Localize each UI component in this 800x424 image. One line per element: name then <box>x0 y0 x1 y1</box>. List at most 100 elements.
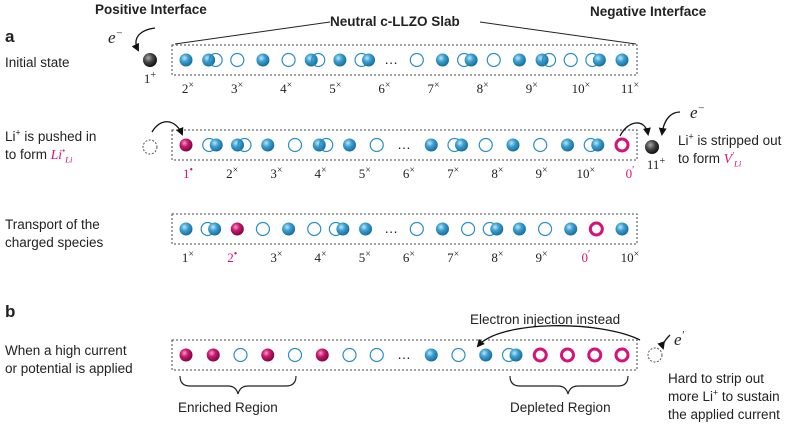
site-transport-11 <box>482 221 504 237</box>
negative-interface-title: Negative Interface <box>590 4 707 19</box>
ellipsis-pushed: … <box>397 136 411 152</box>
electron-label-negative: e− <box>690 103 705 123</box>
li-li-symbol-sub: Li <box>65 154 73 165</box>
site-label-pushed-10: 0′ <box>626 165 635 181</box>
site-label-transport-4: 5× <box>359 249 371 265</box>
site-initial-3 <box>256 53 270 67</box>
slab-box-high <box>171 339 638 371</box>
site-initial-12 <box>512 53 526 67</box>
site-pushed-8 <box>424 138 438 152</box>
site-label-pushed-0: 1• <box>183 165 193 181</box>
site-label-transport-6: 7× <box>447 249 459 265</box>
push-arrow <box>151 121 184 136</box>
row-label-high: When a high current or potential is appl… <box>5 342 133 378</box>
v-li-defect-symbol: V′Li <box>723 149 742 169</box>
site-high-4 <box>287 347 303 363</box>
electron-label-prime: e′ <box>674 330 684 350</box>
transport-line-2: charged species <box>5 235 104 250</box>
row-label-transport: Transport of the charged species <box>5 216 103 252</box>
site-high-12 <box>532 347 548 363</box>
site-transport-4 <box>282 222 296 236</box>
e-symbol-1: e <box>108 28 116 47</box>
site-transport-5 <box>307 221 322 237</box>
e-symbol-2: e <box>690 103 698 122</box>
site-high-6 <box>342 347 357 363</box>
ellipsis-initial: … <box>384 51 398 67</box>
slab-box-pushed <box>171 129 638 161</box>
slab-box-transport <box>171 213 638 245</box>
v-li-symbol-base: V <box>723 151 733 166</box>
site-transport-15 <box>588 221 604 237</box>
site-transport-9 <box>435 222 449 236</box>
electron-label-positive: e− <box>108 28 123 48</box>
site-high-5 <box>315 348 329 362</box>
site-pushed-10 <box>478 137 493 153</box>
positive-interface-title: Positive Interface <box>95 2 207 17</box>
ellipsis-transport: … <box>384 220 398 236</box>
site-initial-14 <box>563 52 578 68</box>
site-label-pushed-7: 8× <box>491 165 503 181</box>
li-li-symbol-sup: • <box>62 145 66 156</box>
site-label-initial-0: 2× <box>182 80 194 96</box>
site-transport-1 <box>200 221 222 237</box>
e-sup-3: ′ <box>681 329 684 342</box>
li-li-defect-symbol: Li•Li <box>51 145 73 165</box>
site-transport-16 <box>615 222 629 236</box>
strip-arrow <box>619 122 651 137</box>
site-label-initial-4: 6× <box>378 80 390 96</box>
enriched-region-brace <box>179 375 297 395</box>
site-pushed-2 <box>231 137 252 153</box>
electron-arrow-negative <box>658 111 681 136</box>
site-transport-8 <box>409 221 424 237</box>
v-li-symbol-sub: Li <box>733 158 742 169</box>
site-initial-13 <box>535 52 557 68</box>
site-high-15 <box>614 347 630 363</box>
panel-label-a: a <box>5 27 15 46</box>
site-pushed-13 <box>561 138 574 152</box>
v-li-symbol-sup: ′ <box>732 149 734 160</box>
site-initial-15 <box>585 52 606 68</box>
site-transport-7 <box>359 222 373 236</box>
site-pushed-11 <box>506 138 520 152</box>
site-initial-6 <box>333 53 347 67</box>
site-label-initial-9: 11× <box>621 80 639 96</box>
site-label-initial-2: 4× <box>280 80 292 96</box>
electron-sphere-positive <box>143 53 157 67</box>
site-label-transport-0: 1× <box>182 249 194 265</box>
electron-injection-arrow <box>476 325 641 348</box>
site-label-transport-10: 10× <box>621 249 640 265</box>
site-high-10 <box>479 348 493 362</box>
site-initial-4 <box>281 52 296 68</box>
depleted-region-brace <box>509 375 629 395</box>
site-pushed-7 <box>369 137 384 153</box>
site-label-pushed-3: 4× <box>315 165 327 181</box>
pushed-form: to form <box>5 147 51 162</box>
row-label-initial: Initial state <box>5 55 70 70</box>
site-initial-8 <box>409 52 424 68</box>
site-initial-2 <box>230 52 245 68</box>
hard-line-1: Hard to strip out <box>668 371 765 386</box>
site-high-1 <box>206 348 220 362</box>
site-pushed-5 <box>312 137 334 153</box>
site-label-pushed-2: 3× <box>270 165 282 181</box>
stripped-text: is stripped out <box>693 133 782 148</box>
outside-label-left: 1+ <box>144 70 157 86</box>
depleted-region-label: Depleted Region <box>510 400 611 415</box>
site-transport-0 <box>179 222 193 236</box>
hard-line-2: more Li <box>668 389 714 404</box>
pushed-li-sup: + <box>15 127 21 138</box>
site-pushed-12 <box>533 137 548 153</box>
site-high-13 <box>560 347 575 363</box>
electron-arrow-prime <box>657 334 671 350</box>
high-line-1: When a high current <box>5 343 127 358</box>
site-high-9 <box>451 347 466 363</box>
electron-arrow-positive <box>131 27 156 52</box>
stripped-form: to form <box>678 151 724 166</box>
site-pushed-1 <box>202 137 223 153</box>
site-pushed-9 <box>447 137 468 153</box>
row-label-stripped: Li+ is stripped out to form V′Li <box>678 132 781 168</box>
site-pushed-14 <box>583 137 605 153</box>
site-transport-2 <box>230 222 244 236</box>
empty-site-left <box>142 139 158 155</box>
site-label-pushed-1: 2× <box>226 165 238 181</box>
